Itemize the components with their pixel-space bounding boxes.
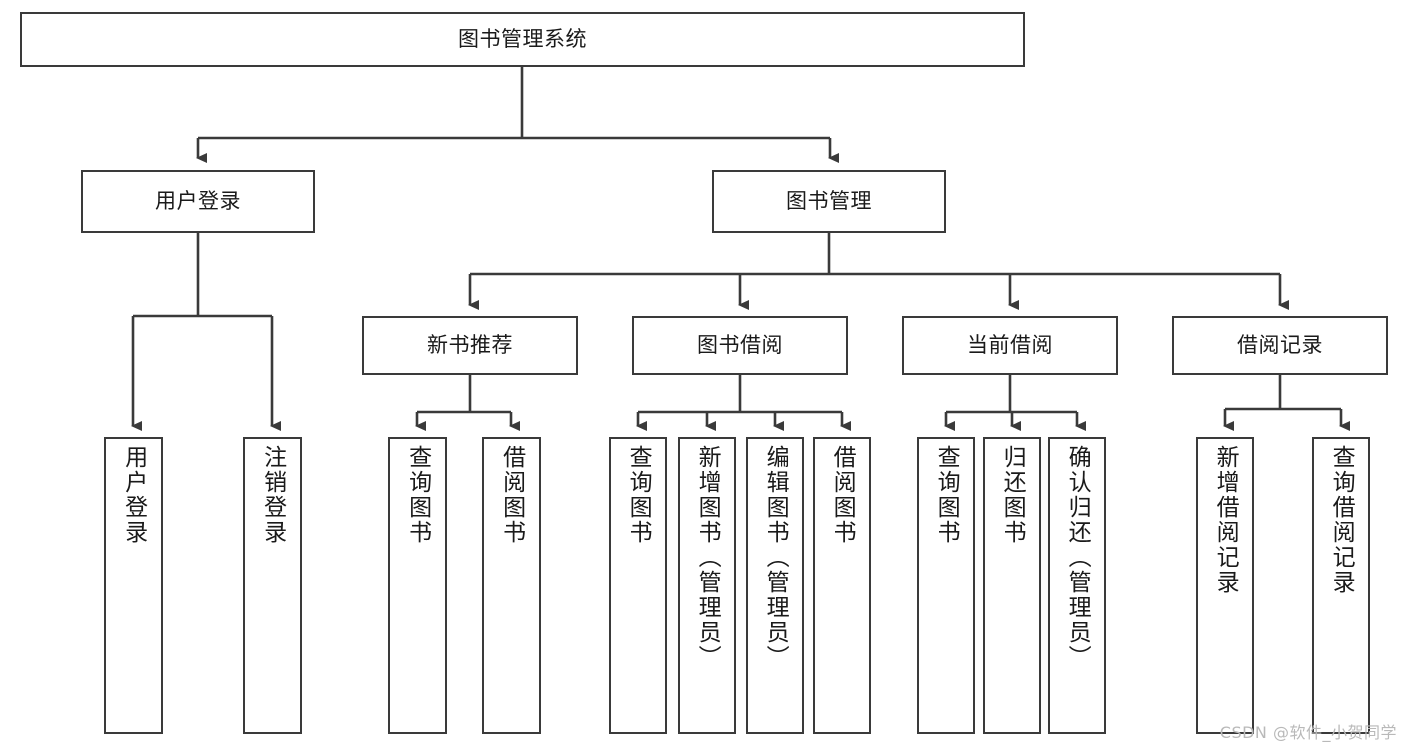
node-current-borrow[interactable]: 当前借阅: [902, 316, 1118, 375]
leaf-borrow-book-recommend-label: 借阅图书: [498, 445, 525, 545]
wire-group-new-book: [415, 375, 520, 431]
node-borrow-records[interactable]: 借阅记录: [1172, 316, 1388, 375]
node-user-login[interactable]: 用户登录: [81, 170, 315, 233]
wire-group-borrow: [636, 375, 851, 431]
node-root[interactable]: 图书管理系统: [20, 12, 1025, 67]
leaf-add-book-admin[interactable]: 新增图书（管理员）: [678, 437, 736, 734]
leaf-borrow-book-label: 借阅图书: [829, 445, 856, 545]
leaf-user-login-label: 用户登录: [120, 445, 147, 545]
node-root-label: 图书管理系统: [458, 27, 587, 52]
wire-group-root: [196, 67, 839, 163]
leaf-user-login[interactable]: 用户登录: [104, 437, 163, 734]
node-new-book-recommend[interactable]: 新书推荐: [362, 316, 578, 375]
wire-group-user-login: [131, 233, 281, 431]
leaf-logout[interactable]: 注销登录: [243, 437, 302, 734]
leaf-logout-label: 注销登录: [259, 445, 286, 545]
leaf-add-borrow-record[interactable]: 新增借阅记录: [1196, 437, 1254, 734]
node-book-borrow[interactable]: 图书借阅: [632, 316, 848, 375]
leaf-query-book-recommend-label: 查询图书: [404, 445, 431, 545]
leaf-query-borrow-record-label: 查询借阅记录: [1328, 445, 1355, 595]
wire-group-current: [944, 375, 1086, 431]
leaf-add-book-admin-label: 新增图书（管理员）: [694, 445, 721, 670]
watermark: CSDN @软件_小贺同学: [1219, 723, 1397, 742]
node-current-borrow-label: 当前借阅: [967, 333, 1053, 358]
leaf-confirm-return-admin[interactable]: 确认归还（管理员）: [1048, 437, 1106, 734]
leaf-edit-book-admin[interactable]: 编辑图书（管理员）: [746, 437, 804, 734]
wire-group-records: [1223, 375, 1350, 431]
leaf-query-book-recommend[interactable]: 查询图书: [388, 437, 447, 734]
leaf-confirm-return-admin-label: 确认归还（管理员）: [1064, 445, 1091, 670]
leaf-query-book-borrow[interactable]: 查询图书: [609, 437, 667, 734]
node-book-management[interactable]: 图书管理: [712, 170, 946, 233]
leaf-query-book-borrow-label: 查询图书: [625, 445, 652, 545]
wire-group-book-mgmt: [468, 233, 1289, 310]
leaf-return-book[interactable]: 归还图书: [983, 437, 1041, 734]
leaf-query-borrow-record[interactable]: 查询借阅记录: [1312, 437, 1370, 734]
leaf-return-book-label: 归还图书: [999, 445, 1026, 545]
node-user-login-label: 用户登录: [155, 189, 241, 214]
leaf-query-book-current-label: 查询图书: [933, 445, 960, 545]
node-book-borrow-label: 图书借阅: [697, 333, 783, 358]
leaf-borrow-book-recommend[interactable]: 借阅图书: [482, 437, 541, 734]
leaf-query-book-current[interactable]: 查询图书: [917, 437, 975, 734]
node-borrow-records-label: 借阅记录: [1237, 333, 1323, 358]
node-new-book-recommend-label: 新书推荐: [427, 333, 513, 358]
leaf-edit-book-admin-label: 编辑图书（管理员）: [762, 445, 789, 670]
node-book-management-label: 图书管理: [786, 189, 872, 214]
leaf-add-borrow-record-label: 新增借阅记录: [1212, 445, 1239, 595]
leaf-borrow-book[interactable]: 借阅图书: [813, 437, 871, 734]
